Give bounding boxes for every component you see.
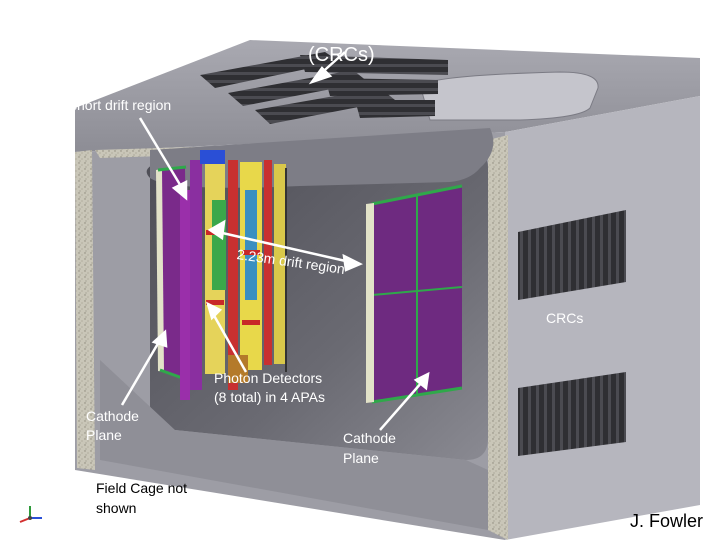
- field-cage-line2: shown: [96, 500, 137, 516]
- crc-top-panels: [200, 52, 448, 124]
- apa-stack: [180, 150, 287, 400]
- crcs-left-label: CRCs: [32, 246, 70, 262]
- crc-title-line2: (CRCs): [308, 44, 375, 66]
- author-credit: J. Fowler: [630, 511, 704, 531]
- cathode-right-line1: Cathode: [343, 430, 396, 446]
- cathode-left-line1: Cathode: [86, 408, 139, 424]
- annotation-arrows: [120, 51, 430, 431]
- cathode-plane-right: [366, 184, 463, 404]
- cathode-right-line2: Plane: [343, 450, 379, 466]
- crc-side-panels-upper: [518, 210, 626, 300]
- short-drift-label: 27 cm short drift region: [28, 97, 172, 113]
- cryostat-right-wall: [505, 96, 700, 540]
- cathode-left-line2: Plane: [86, 427, 122, 443]
- crcs-right-label: CRCs: [546, 310, 584, 326]
- crc-side-panels-lower: [518, 372, 626, 456]
- cryostat-cut-edge-left: [75, 150, 95, 470]
- cryostat-top-recess: [419, 71, 599, 121]
- photon-detectors-line1: Photon Detectors: [214, 370, 323, 386]
- crc-title-line1: Cosmic Ray Counters: [306, 17, 501, 39]
- field-cage-line1: Field Cage not: [96, 480, 188, 496]
- photon-detectors-line2: (8 total) in 4 APAs: [214, 389, 326, 405]
- xyz-axis-icon: [19, 506, 42, 523]
- cryostat-inner-floor: [100, 360, 488, 530]
- cryostat-cut-edge-right: [488, 135, 508, 540]
